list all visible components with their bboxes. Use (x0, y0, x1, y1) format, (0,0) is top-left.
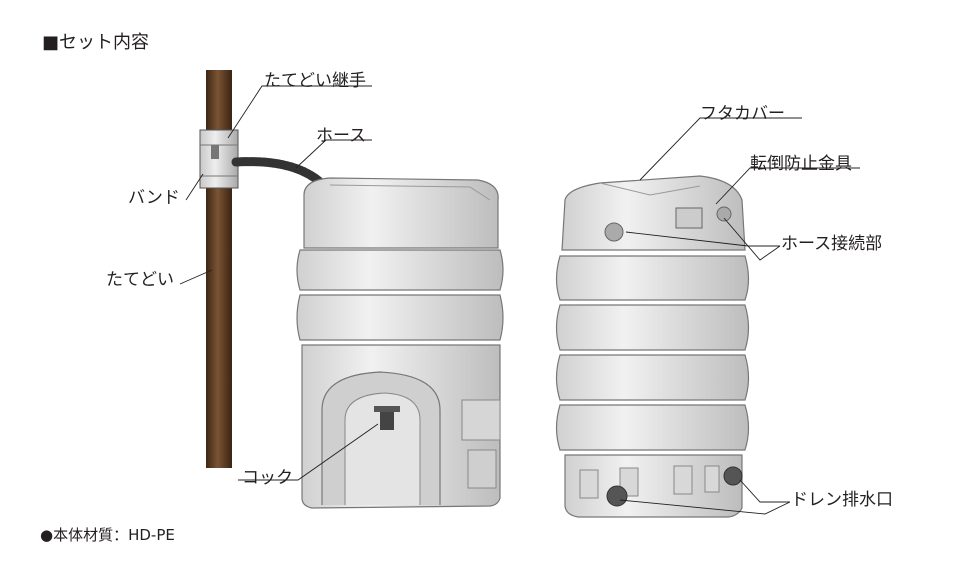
label-lid-cover: フタカバー (700, 104, 785, 124)
tank-back (555, 175, 750, 518)
label-band: バンド (128, 188, 180, 208)
leader-lines (179, 85, 860, 515)
tank-front (296, 177, 504, 509)
label-drain-outlet: ドレン排水口 (791, 490, 893, 510)
label-downspout-joint: たてどい継手 (264, 71, 366, 91)
section-title: ■セット内容 (42, 32, 150, 53)
downspout-joint (199, 129, 239, 189)
material-note: ●本体材質：HD-PE (40, 526, 175, 544)
label-downspout: たてどい (106, 270, 174, 290)
label-cock: コック (242, 468, 293, 488)
cock-valve (374, 406, 400, 430)
label-fall-prevention-bracket: 転倒防止金具 (750, 154, 852, 174)
label-hose: ホース (316, 126, 367, 146)
hose (231, 157, 325, 187)
label-hose-connection: ホース接続部 (781, 234, 883, 254)
